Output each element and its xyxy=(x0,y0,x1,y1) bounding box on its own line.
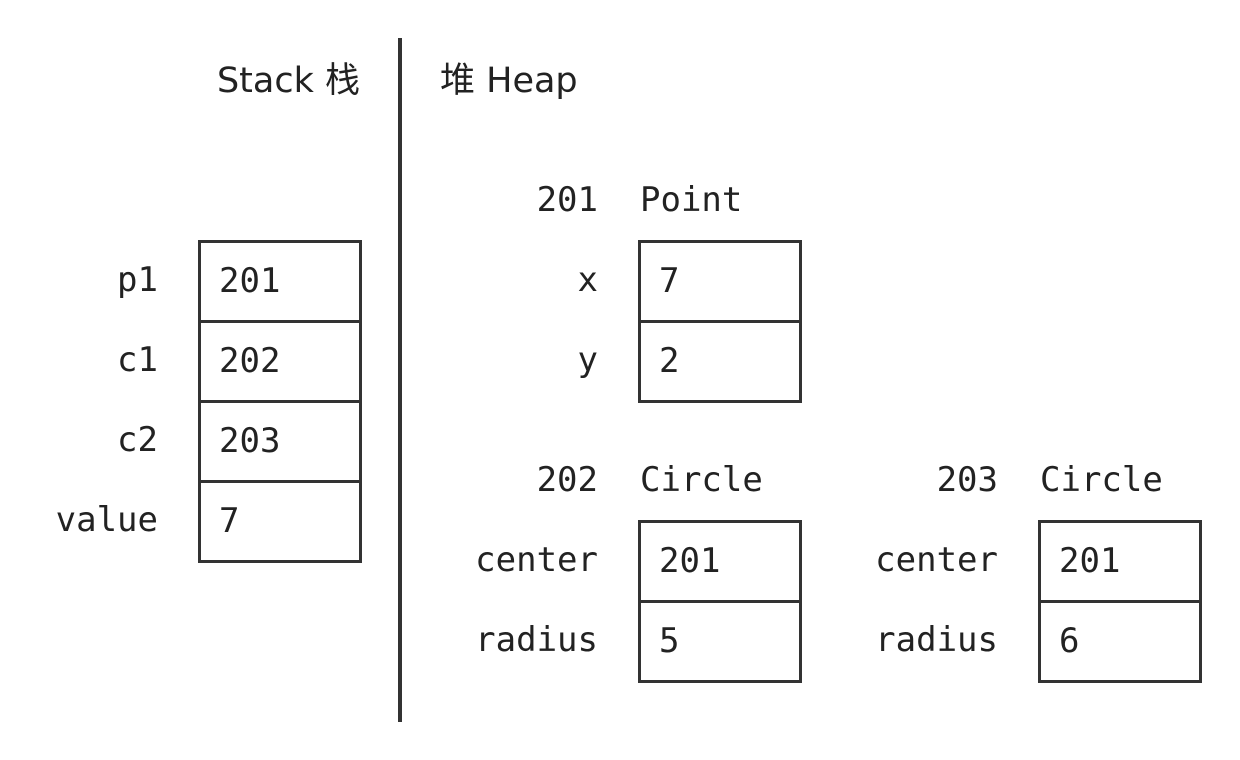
heap-heading: 堆 Heap xyxy=(440,61,578,101)
heap-object-address: 203 xyxy=(936,460,998,500)
heap-object-type: Point xyxy=(640,180,743,220)
heap-field-name: radius xyxy=(875,620,998,660)
heap-field-name: center xyxy=(875,540,998,580)
heap-field-name: y xyxy=(577,340,598,380)
heap-object-type: Circle xyxy=(1040,460,1163,500)
stack-heap-divider xyxy=(398,38,402,722)
heap-field-value: 2 xyxy=(638,320,802,403)
heap-field-name: radius xyxy=(475,620,598,660)
heap-field-value: 201 xyxy=(1038,520,1202,603)
stack-var-value: 203 xyxy=(198,400,362,483)
heap-field-value: 7 xyxy=(638,240,802,323)
stack-var-name: p1 xyxy=(117,260,158,300)
heap-field-value: 6 xyxy=(1038,600,1202,683)
stack-var-value: 202 xyxy=(198,320,362,403)
heap-field-name: center xyxy=(475,540,598,580)
stack-var-name: value xyxy=(55,500,158,540)
heap-object-address: 202 xyxy=(536,460,598,500)
heap-field-value: 5 xyxy=(638,600,802,683)
heap-object-type: Circle xyxy=(640,460,763,500)
heap-field-name: x xyxy=(577,260,598,300)
stack-var-name: c2 xyxy=(117,420,158,460)
stack-var-name: c1 xyxy=(117,340,158,380)
heap-object-address: 201 xyxy=(536,180,598,220)
stack-var-value: 201 xyxy=(198,240,362,323)
heap-field-value: 201 xyxy=(638,520,802,603)
stack-heading: Stack 栈 xyxy=(216,61,360,101)
stack-var-value: 7 xyxy=(198,480,362,563)
